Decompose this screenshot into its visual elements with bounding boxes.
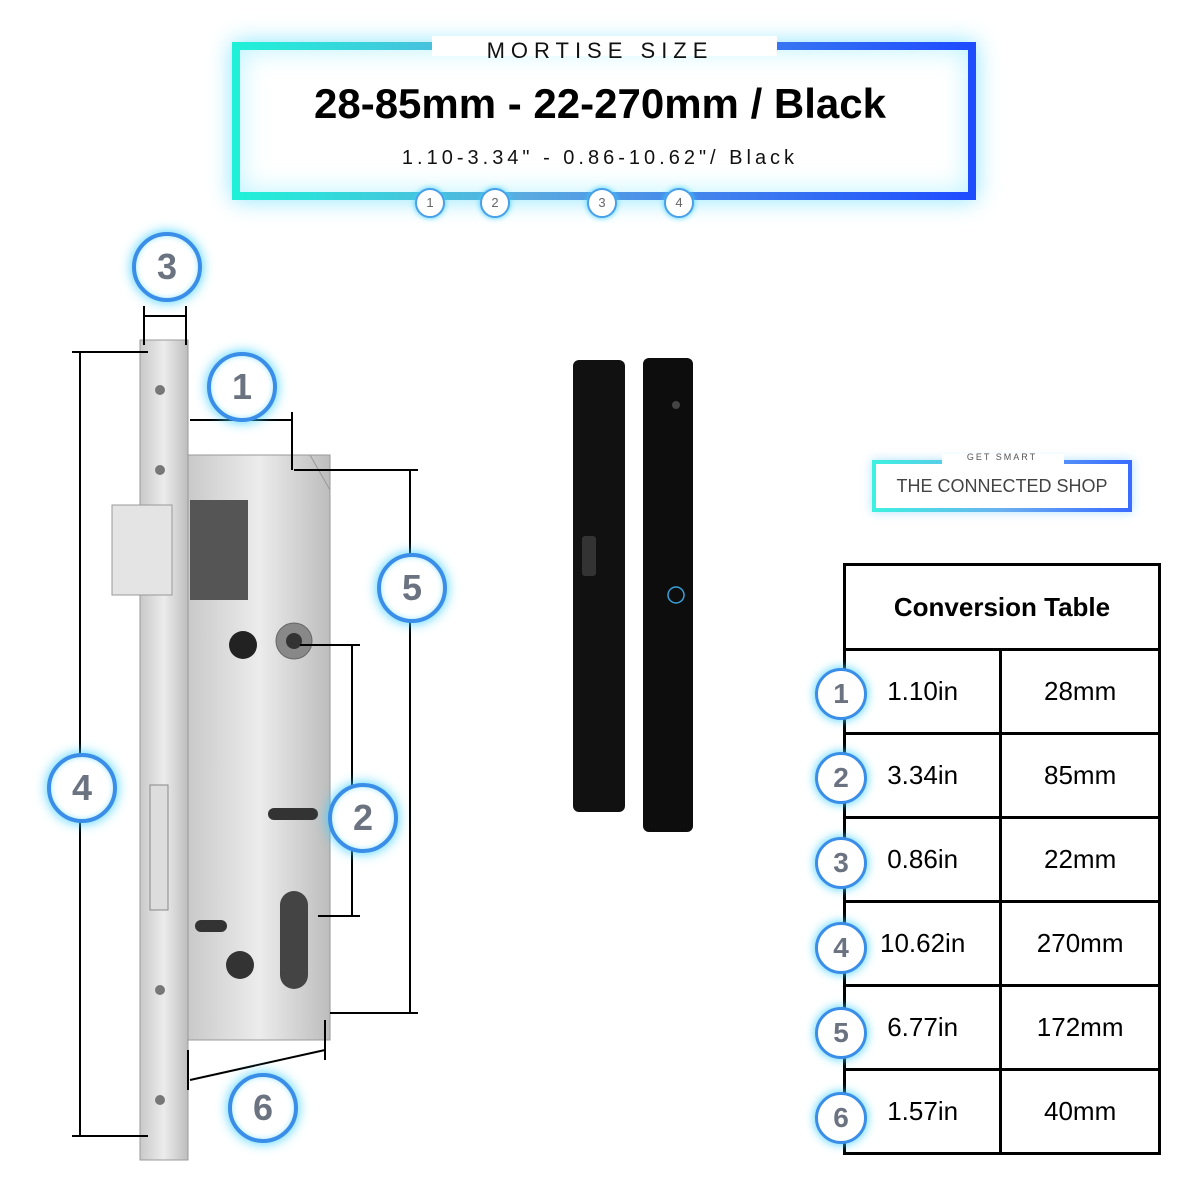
dimension-badge-6: 6	[228, 1073, 298, 1143]
dimension-badge-2: 2	[328, 783, 398, 853]
inches-cell: 1.57in	[842, 1068, 1003, 1155]
table-row-badge: 5	[815, 1007, 867, 1059]
mm-cell: 172mm	[999, 984, 1161, 1071]
inches-cell: 6.77in	[842, 984, 1003, 1071]
dimension-badge-3: 3	[132, 232, 202, 302]
inches-cell: 10.62in	[842, 900, 1003, 987]
mm-cell: 40mm	[999, 1068, 1161, 1155]
table-title: Conversion Table	[843, 563, 1161, 651]
dimension-badge-4: 4	[47, 753, 117, 823]
header-frame-gap	[432, 36, 777, 56]
header-marker: 1	[415, 188, 445, 218]
smart-lock-panels	[573, 358, 693, 832]
table-row-badge: 6	[815, 1092, 867, 1144]
mm-cell: 22mm	[999, 816, 1161, 903]
header-kicker: MORTISE SIZE	[486, 38, 714, 63]
logo-kicker: GET SMART	[966, 452, 1038, 462]
dimension-badge-5: 5	[377, 553, 447, 623]
inches-cell: 3.34in	[842, 732, 1003, 819]
header-marker: 3	[587, 188, 617, 218]
logo-name: THE CONNECTED SHOP	[896, 476, 1108, 496]
mm-cell: 270mm	[999, 900, 1161, 987]
inches-cell: 1.10in	[842, 648, 1003, 735]
logo-frame-gap	[942, 454, 1064, 466]
inches-cell: 0.86in	[842, 816, 1003, 903]
mm-cell: 28mm	[999, 648, 1161, 735]
table-row-badge: 1	[815, 668, 867, 720]
mm-cell: 85mm	[999, 732, 1161, 819]
header-subtitle: 1.10-3.34" - 0.86-10.62"/ Black	[401, 147, 799, 169]
logo-frame	[872, 460, 1132, 512]
table-row-badge: 2	[815, 752, 867, 804]
mortise-lock-body	[111, 339, 331, 1161]
dimension-badge-1: 1	[207, 352, 277, 422]
mortise-lock-diagram	[72, 306, 693, 1161]
table-row-badge: 3	[815, 837, 867, 889]
table-row-badge: 4	[815, 922, 867, 974]
header-marker: 2	[480, 188, 510, 218]
header-title: 28-85mm - 22-270mm / Black	[314, 80, 886, 127]
header-marker: 4	[664, 188, 694, 218]
